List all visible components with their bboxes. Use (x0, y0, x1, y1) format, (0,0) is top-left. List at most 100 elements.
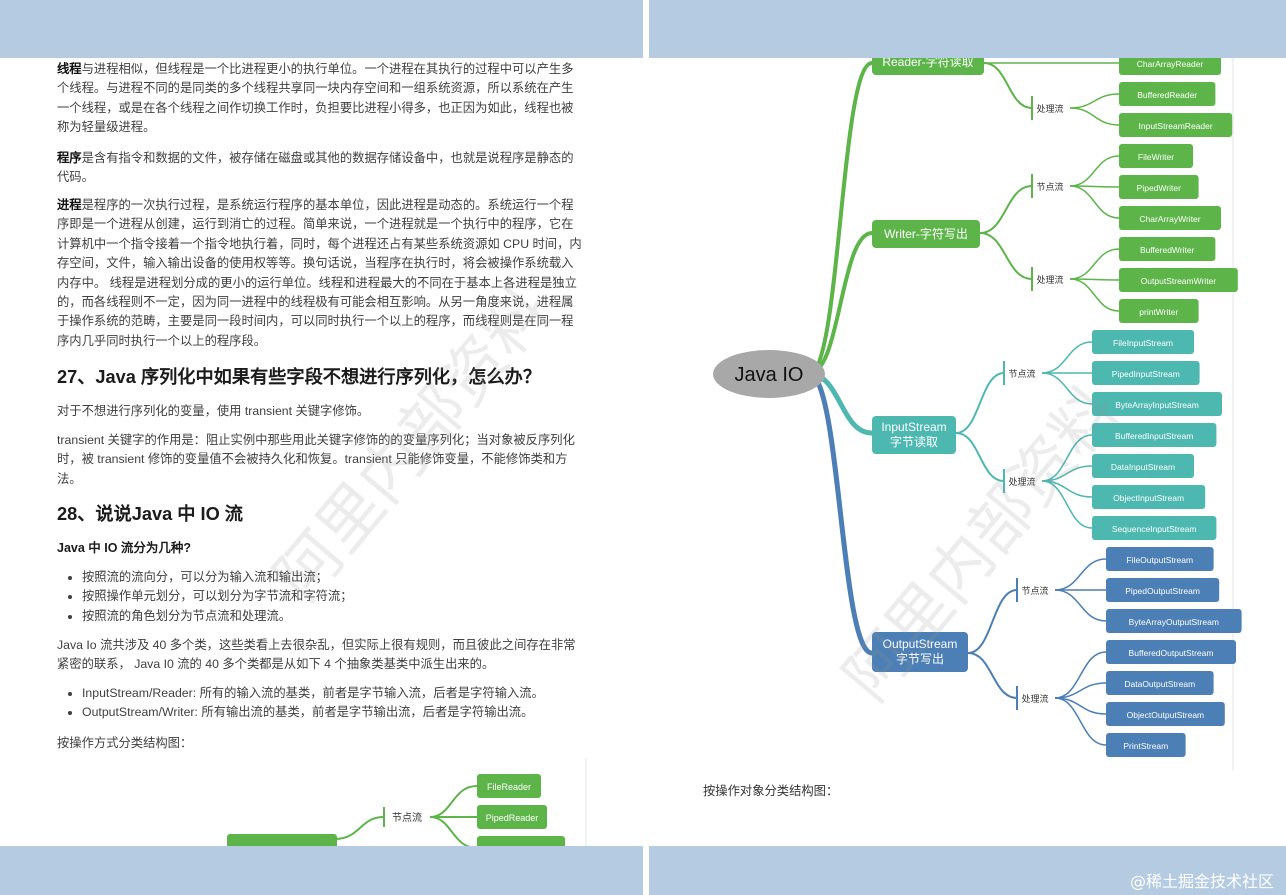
branch-label: Reader-字符读取 (882, 58, 973, 69)
connector-line (1069, 278, 1120, 312)
leaf-label: printWriter (1139, 307, 1178, 317)
branch-label: InputStream (881, 420, 946, 434)
leaf-node (1092, 392, 1222, 416)
leaf-node (1106, 578, 1220, 602)
leaf-label: BufferedOutputStream (1129, 648, 1214, 658)
leaf-label: ByteArrayInputStream (1115, 400, 1199, 410)
leaf-node (1106, 702, 1225, 726)
connector-line (967, 652, 1018, 699)
site-credit: @稀土掘金技术社区 (1129, 872, 1274, 891)
term-thread: 线程 (57, 62, 82, 76)
leaf-node (1092, 485, 1206, 509)
leaf-label: DataOutputStream (1124, 679, 1195, 689)
leaf-label: PipedOutputStream (1125, 586, 1200, 596)
leaf-label: BufferedInputStream (1115, 431, 1193, 441)
connector-line (1069, 107, 1120, 126)
connector-line (967, 589, 1018, 654)
leaf-label: CharArrayWriter (1139, 214, 1200, 224)
para-transient-use: 对于不想进行序列化的变量，使用 transient 关键字修饰。 (57, 404, 370, 418)
leaf-label: ByteArrayOutputStream (1129, 617, 1219, 627)
term-program: 程序 (57, 151, 82, 165)
leaf-node (1092, 330, 1194, 354)
leaf-label: InputStreamReader (1139, 121, 1213, 131)
mini-leaf-label: PipedReader (486, 813, 539, 823)
leaf-label: FileInputStream (1113, 338, 1173, 348)
leaf-label: FileWriter (1138, 152, 1174, 162)
connector-line (1069, 185, 1120, 219)
left-page: 线程与进程相似，但线程是一个比进程更小的执行单位。一个进程在其执行的过程中可以产… (0, 58, 643, 846)
heading-28: 28、说说Java 中 IO 流 (57, 504, 243, 524)
para-program: 程序是含有指令和数据的文件，被存储在磁盘或其他的数据存储设备中，也就是说程序是静… (57, 151, 574, 185)
caption-object: 按操作对象分类结构图： (703, 784, 839, 798)
group-label: 节点流 (1036, 181, 1063, 192)
group-label: 处理流 (1036, 103, 1063, 114)
leaf-label: BufferedWriter (1140, 245, 1195, 255)
leaf-label: PrintStream (1123, 741, 1168, 751)
heading-27: 27、Java 序列化中如果有些字段不想进行序列化，怎么办？ (57, 367, 542, 387)
mini-root-node (227, 834, 337, 846)
term-process: 进程 (57, 198, 82, 212)
connector-line (1054, 682, 1107, 699)
leaf-node (1106, 733, 1186, 757)
para-transient-role: transient 关键字的作用是：阻止实例中那些用此关键字修饰的的变量序列化；… (57, 433, 575, 486)
mini-leaf-label: FileReader (487, 782, 531, 792)
subheading-io-kinds: Java 中 IO 流分为几种? (57, 541, 192, 555)
group-label: 处理流 (1008, 476, 1035, 487)
io-kinds-list: 按照流的流向分，可以分为输入流和输出流； 按照操作单元划分，可以划分为字节流和字… (57, 568, 353, 626)
connector-line (1069, 155, 1120, 187)
branch-node (872, 220, 980, 248)
leaf-node (1092, 516, 1217, 540)
connector-line (1041, 341, 1093, 374)
connector-line (808, 231, 873, 376)
leaf-label: BufferedReader (1137, 90, 1197, 100)
mini-leaf (477, 774, 541, 798)
leaf-node (1092, 361, 1200, 385)
leaf-node (1119, 299, 1199, 323)
branch-label: OutputStream (883, 637, 958, 651)
leaf-label: CharArrayReader (1137, 59, 1204, 69)
para-thread: 线程与进程相似，但线程是一个比进程更小的执行单位。一个进程在其执行的过程中可以产… (57, 62, 574, 135)
group-label: 节点流 (1008, 368, 1035, 379)
leaf-label: ObjectInputStream (1113, 493, 1184, 503)
list-item: 按照流的流向分，可以分为输入流和输出流； (82, 568, 353, 587)
leaf-node (1106, 547, 1214, 571)
connector-line (808, 371, 873, 656)
para-process: 进程是程序的一次执行过程，是系统运行程序的基本单位，因此进程是动态的。系统运行一… (57, 198, 582, 348)
branch-label: 字节读取 (890, 434, 938, 449)
connector-line (1054, 589, 1107, 622)
leaf-label: OutputStreamWriter (1141, 276, 1217, 286)
connector-line (808, 61, 873, 376)
leaf-label: DataInputStream (1111, 462, 1175, 472)
branch-label: 字节写出 (896, 651, 944, 666)
group-label: 处理流 (1021, 693, 1048, 704)
branch-node (872, 632, 968, 672)
connector-line (1054, 558, 1107, 591)
leaf-node (1106, 609, 1242, 633)
connector-line (1069, 93, 1120, 109)
leaf-node (1119, 206, 1221, 230)
group-label: 处理流 (1036, 274, 1063, 285)
connector-line (1041, 372, 1093, 405)
leaf-label: PipedWriter (1137, 183, 1181, 193)
leaf-node (1106, 671, 1214, 695)
leaf-node (1092, 423, 1217, 447)
branch-label: Writer-字符写出 (884, 226, 968, 241)
connector-line (979, 232, 1033, 280)
connector-line (1041, 434, 1093, 482)
mini-leaf (477, 836, 565, 846)
para-io-classes: Java Io 流共涉及 40 多个类，这些类看上去很杂乱，但实际上很有规则，而… (57, 638, 576, 672)
mini-diagram: 节点流 FileReader PipedReader (227, 758, 587, 846)
leaf-node (1119, 113, 1233, 137)
list-item: OutputStream/Writer: 所有输出流的基类，前者是字节输出流，后… (82, 703, 544, 722)
page-divider (643, 0, 649, 895)
leaf-node (1092, 454, 1194, 478)
leaf-label: PipedInputStream (1112, 369, 1180, 379)
leaf-node (1106, 640, 1236, 664)
connector-line (1041, 465, 1093, 482)
group-label: 节点流 (1021, 585, 1048, 596)
connector-line (1054, 651, 1107, 699)
branch-node (872, 416, 956, 454)
connector-line (1041, 480, 1093, 529)
list-item: 按照操作单元划分，可以划分为字节流和字符流； (82, 587, 353, 606)
